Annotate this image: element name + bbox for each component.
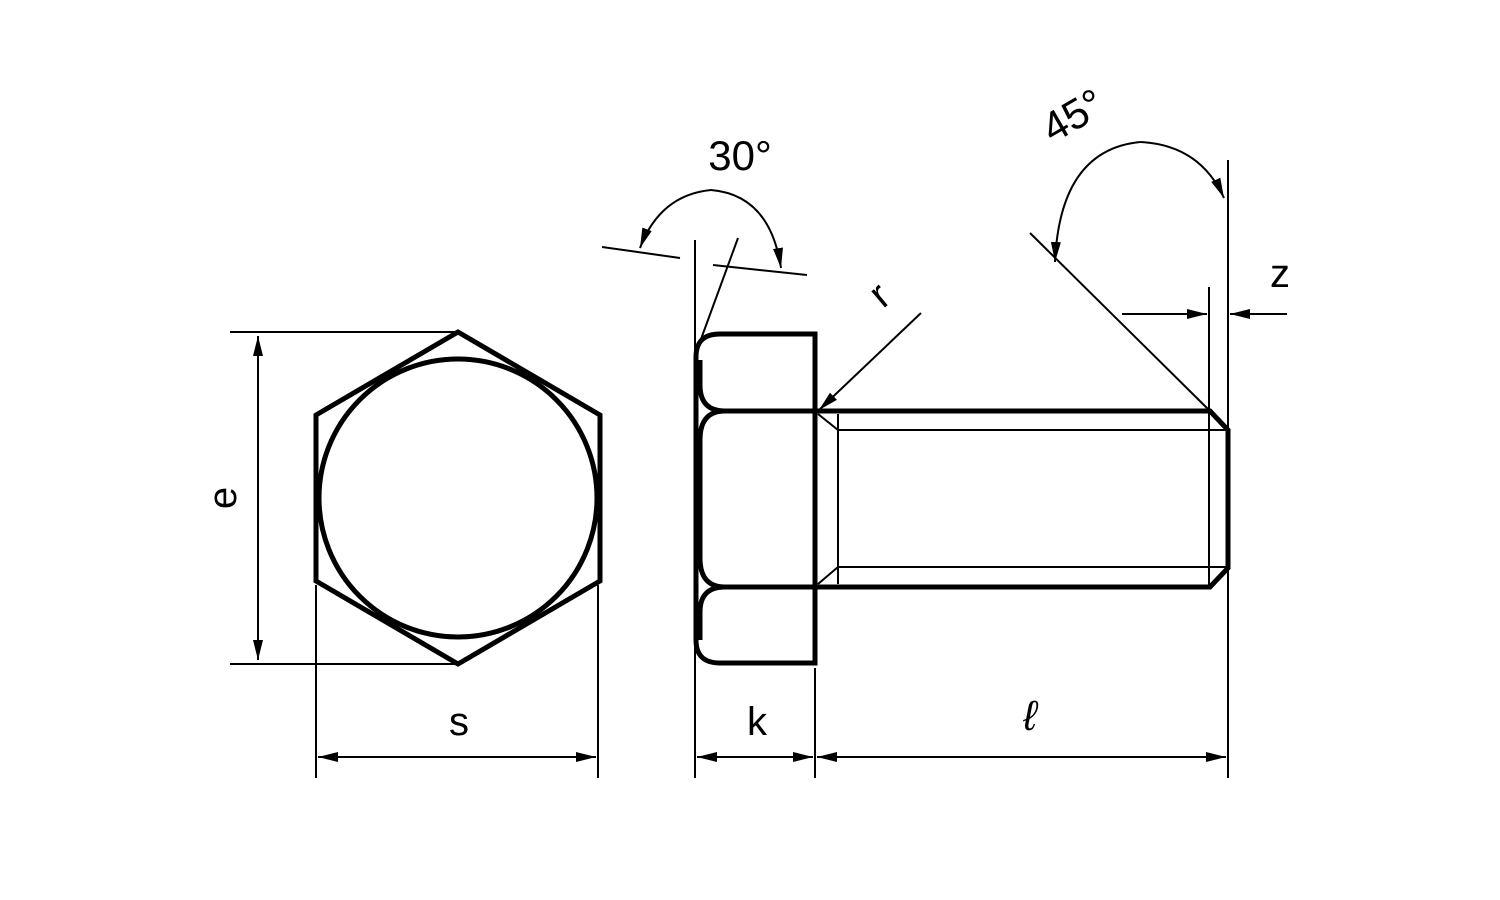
label-angle-30: 30° <box>708 132 772 179</box>
chamfer-bottom <box>817 566 839 585</box>
head-face-top <box>697 360 815 414</box>
angle-arc-45 <box>1050 141 1141 263</box>
hexagon-outline <box>313 329 603 667</box>
bearing-circle <box>316 356 600 640</box>
label-l: ℓ <box>1022 692 1039 739</box>
angle-ref-left <box>601 246 681 259</box>
shank-outline <box>815 408 1231 590</box>
label-k: k <box>747 700 768 744</box>
head-face-bottom <box>697 584 726 640</box>
bolt-side-view <box>601 141 1287 778</box>
chamfer-top <box>817 413 839 431</box>
tip-angle-line <box>1029 232 1210 411</box>
label-r: r <box>860 274 898 316</box>
angle-arc-45b <box>1139 141 1225 199</box>
head-outline <box>693 331 818 666</box>
head-face-middle <box>697 408 815 590</box>
label-z: z <box>1270 252 1290 296</box>
label-angle-45: 45° <box>1033 79 1112 151</box>
leader-r <box>818 312 922 411</box>
angle-arc-30 <box>639 189 712 249</box>
hex-front-view <box>230 329 603 778</box>
chamfer-angle-line <box>696 237 739 351</box>
label-e: e <box>201 487 245 509</box>
angle-arc-30b <box>710 189 783 269</box>
angle-ref-right <box>712 264 808 276</box>
label-s: s <box>449 700 469 744</box>
